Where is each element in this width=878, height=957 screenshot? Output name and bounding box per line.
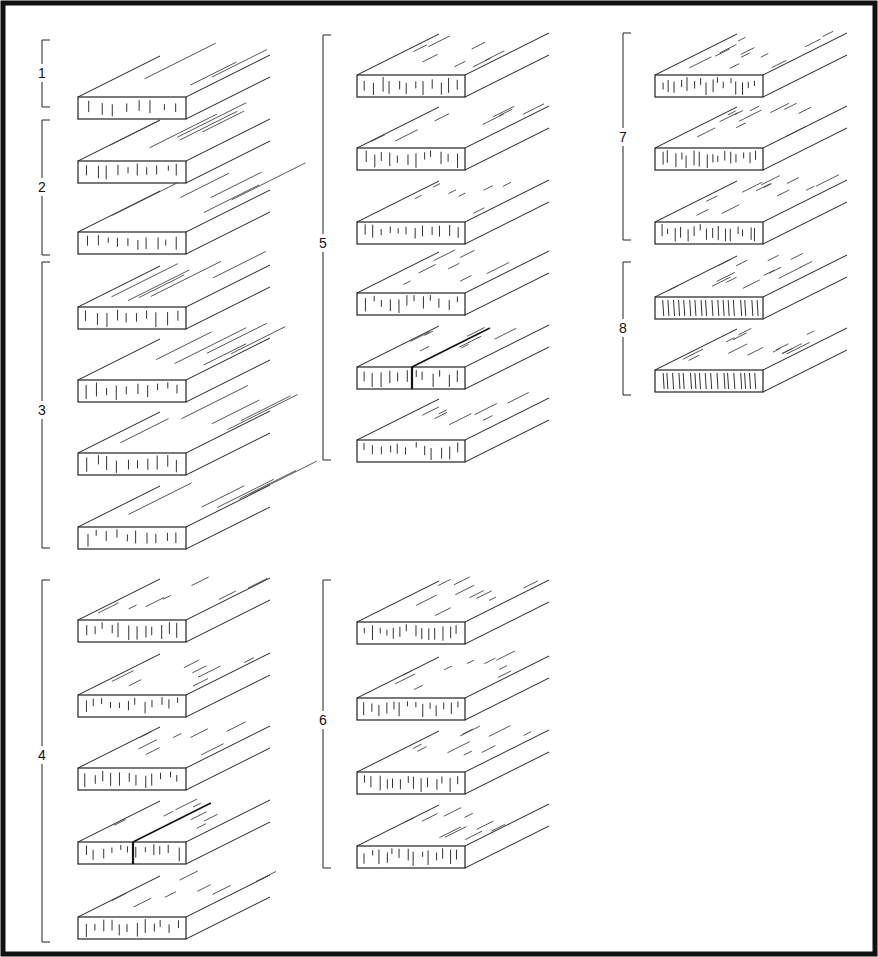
- board: [78, 385, 298, 475]
- board: [78, 163, 305, 254]
- board: [357, 651, 549, 720]
- board: [655, 175, 847, 244]
- board: [655, 103, 847, 170]
- board: [78, 577, 270, 642]
- board: [655, 31, 847, 97]
- board: [78, 43, 270, 119]
- board: [78, 103, 270, 183]
- board: [78, 323, 285, 402]
- board: [357, 33, 549, 97]
- board: [357, 180, 549, 244]
- board: [357, 250, 549, 315]
- board: [357, 577, 549, 644]
- board: [357, 325, 549, 389]
- group-number: 5: [317, 234, 329, 252]
- board: [78, 871, 276, 939]
- board: [655, 328, 847, 392]
- board: [357, 392, 549, 462]
- group-number: 7: [617, 128, 629, 146]
- group-number: 4: [36, 746, 48, 764]
- board: [78, 461, 317, 549]
- group-number: 1: [36, 64, 48, 82]
- board: [78, 653, 270, 717]
- group-number: 2: [36, 178, 48, 196]
- group-number: 3: [36, 401, 48, 419]
- board: [357, 104, 549, 170]
- board: [78, 799, 270, 864]
- group-number: 6: [317, 711, 329, 729]
- board: [357, 804, 549, 868]
- boards: [78, 31, 847, 939]
- board: [655, 253, 847, 319]
- group-number: 8: [617, 319, 629, 337]
- board: [357, 726, 549, 794]
- board: [78, 251, 270, 329]
- board: [78, 722, 270, 790]
- outer-frame: [3, 3, 875, 954]
